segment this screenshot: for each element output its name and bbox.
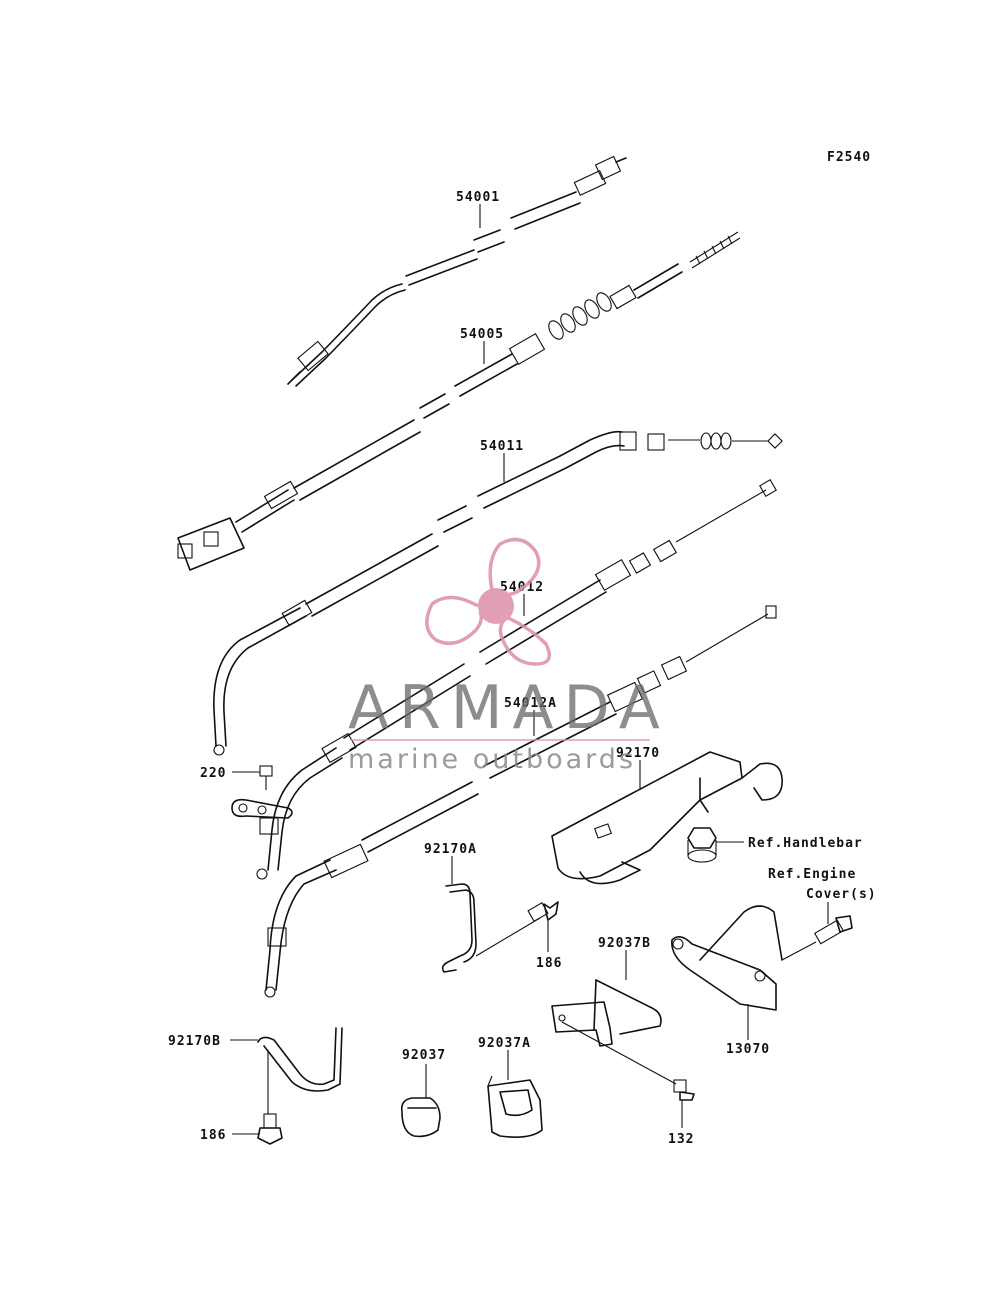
label-92170B: 92170B (168, 1034, 221, 1049)
part-labels: 54001 54005 54011 54012 54012A 220 92170… (168, 190, 877, 1147)
cable-54011 (213, 430, 783, 756)
part-186-bolt-lower (257, 1113, 283, 1145)
label-92170A: 92170A (424, 842, 477, 857)
handlebar-nut (687, 827, 717, 863)
label-92037A: 92037A (478, 1036, 531, 1051)
part-92170-bracket (551, 751, 783, 885)
propeller-hub (478, 588, 514, 624)
label-54011: 54011 (480, 439, 524, 454)
label-186-upper: 186 (536, 956, 562, 971)
cable-54012A (264, 605, 777, 998)
part-92170B-clamp (257, 1027, 343, 1092)
label-186-lower: 186 (200, 1128, 226, 1143)
label-92037B: 92037B (598, 936, 651, 951)
label-ref-handlebar: Ref.Handlebar (748, 836, 863, 851)
bellows-54011 (700, 432, 732, 450)
leader-lines (230, 204, 829, 1135)
part-92037-clip (400, 1097, 441, 1138)
part-92170A-clamp (441, 883, 541, 973)
propeller-blade-left (425, 595, 484, 646)
watermark-subtitle: marine outboards (348, 744, 636, 775)
part-186-bolt-upper (527, 901, 559, 922)
diagram-code: F2540 (827, 150, 871, 165)
label-92170: 92170 (616, 746, 660, 761)
label-54012A: 54012A (504, 696, 557, 711)
label-92037: 92037 (402, 1048, 446, 1063)
label-54001: 54001 (456, 190, 500, 205)
armada-watermark: ARMADA marine outboards (348, 537, 670, 775)
part-13070-bracket (671, 905, 853, 1011)
bellows-54005 (548, 292, 612, 340)
label-ref-engine: Ref.Engine (768, 867, 856, 882)
propeller-blade-right (498, 616, 552, 666)
label-132: 132 (668, 1132, 694, 1147)
propeller-logo (425, 537, 552, 666)
label-220: 220 (200, 766, 226, 781)
part-92037B-bracket (551, 979, 662, 1047)
label-ref-cover: Cover(s) (806, 887, 877, 902)
propeller-blade-top (488, 537, 541, 597)
part-92037A-clip (487, 1075, 543, 1138)
label-13070: 13070 (726, 1042, 770, 1057)
cable-54012 (256, 479, 777, 880)
part-220-bracket (231, 765, 293, 819)
watermark-title: ARMADA (348, 673, 670, 743)
cable-54005 (177, 231, 741, 571)
label-54005: 54005 (460, 327, 504, 342)
cable-54001 (287, 155, 627, 387)
part-132-bolt (561, 1021, 695, 1101)
